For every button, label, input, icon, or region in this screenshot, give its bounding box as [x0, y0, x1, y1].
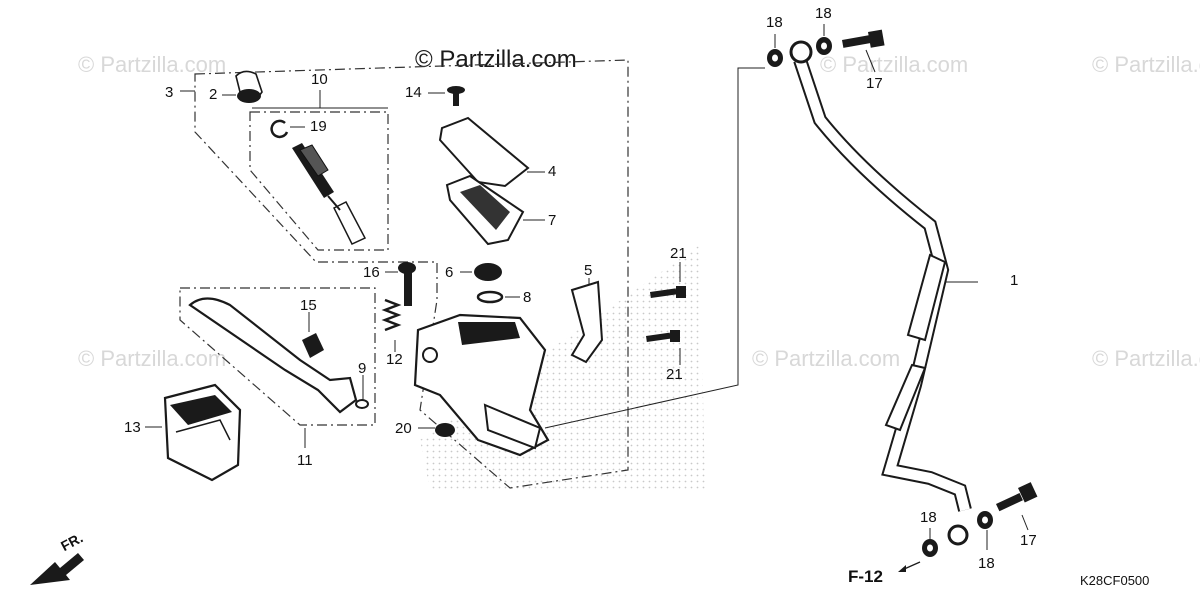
part-2-boot [235, 70, 263, 103]
callout-4: 4 [548, 163, 557, 180]
callout-11: 11 [297, 452, 313, 469]
part-14-screw [447, 86, 465, 106]
callout-15: 15 [300, 297, 317, 314]
callout-9: 9 [358, 360, 367, 377]
callout-18-b: 18 [815, 5, 832, 22]
callout-18: 18 [766, 14, 783, 31]
callout-13: 13 [124, 419, 141, 436]
watermark: © Partzilla.com [752, 346, 901, 371]
part-7-diaphragm [445, 174, 525, 246]
part-19-circlip [270, 119, 289, 139]
part-17-bolts [842, 29, 1038, 512]
watermark: © Partzilla.com [78, 346, 227, 371]
part-21-bolts [646, 286, 686, 342]
callout-8: 8 [523, 289, 532, 306]
callout-19: 19 [310, 118, 327, 135]
watermark: © Partzilla.com [78, 52, 227, 77]
callout-17: 17 [866, 75, 883, 92]
front-arrow-icon [30, 553, 84, 585]
callout-21-b: 21 [666, 366, 683, 383]
leader-lines [145, 24, 1029, 550]
reference-label: F-12 [848, 567, 883, 586]
callout-1: 1 [1010, 272, 1019, 289]
callout-6: 6 [445, 264, 454, 281]
part-16-bolt [398, 262, 416, 306]
part-10-piston [292, 143, 367, 245]
callout-2: 2 [209, 86, 218, 103]
callout-18-c: 18 [920, 509, 937, 526]
callout-5: 5 [584, 262, 593, 279]
callout-10: 10 [311, 71, 328, 88]
part-8-oring [476, 290, 504, 304]
part-11-lever [188, 297, 358, 414]
diagram-code: K28CF0500 [1080, 573, 1150, 588]
group-outlines [179, 59, 629, 489]
callout-12: 12 [386, 351, 403, 368]
watermark: © Partzilla.com [820, 52, 969, 77]
hose-banjo-bottom [947, 524, 969, 546]
hose-banjo-top [789, 40, 813, 64]
part-20-cap [435, 423, 455, 437]
watermark: © Partzilla.com [1092, 52, 1200, 77]
callout-16: 16 [363, 264, 380, 281]
master-cylinder-body [413, 313, 550, 457]
reference-arrow-icon [898, 561, 921, 572]
callout-17-lower: 17 [1020, 532, 1037, 549]
part-5-holder [570, 280, 604, 364]
part-4-cap [438, 116, 530, 188]
callout-3: 3 [165, 84, 174, 101]
part-12-spring [381, 298, 402, 332]
callout-21: 21 [670, 245, 687, 262]
callout-7: 7 [548, 212, 557, 229]
brand-watermark: © Partzilla.com [415, 46, 577, 73]
callout-20: 20 [395, 420, 412, 437]
callout-14: 14 [405, 84, 422, 101]
part-13-cover [163, 383, 242, 482]
part-15-nut [302, 333, 324, 358]
callout-18-d: 18 [978, 555, 995, 572]
part-9-washer [355, 399, 369, 409]
watermark: © Partzilla.com [1092, 346, 1200, 371]
part-6-plug [474, 263, 502, 281]
part-1-brake-hose [793, 57, 972, 512]
part-18-washers [767, 37, 993, 557]
